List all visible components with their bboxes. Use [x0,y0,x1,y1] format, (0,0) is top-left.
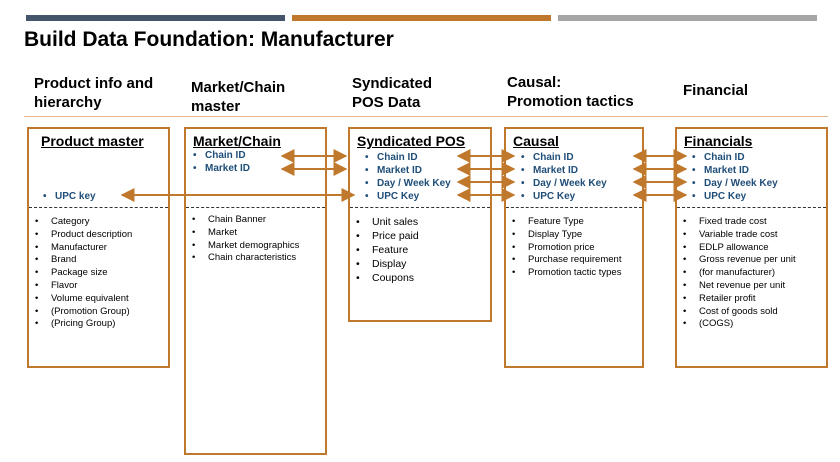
key-chain-id: Chain ID [521,152,573,163]
column-heading-line: Product info and [34,75,154,92]
attribute-item: Feature [354,243,419,257]
slide-title: Build Data Foundation: Manufacturer [24,28,394,51]
column-heading-line: Causal: [507,74,562,91]
attribute-item: Market demographics [190,240,299,253]
attribute-item: Volume equivalent [33,293,132,306]
attribute-item: Fixed trade cost [681,216,796,229]
attribute-item: Unit sales [354,215,419,229]
column-heading-line: Market/Chain [191,79,286,96]
attribute-item: Chain Banner [190,214,299,227]
key-upc: UPC Key [692,191,746,202]
top-bar-orange [292,15,551,21]
key-divider [186,207,325,208]
key-divider [677,207,826,208]
attribute-item: Flavor [33,280,132,293]
attribute-item: Brand [33,254,132,267]
box-title: Product master [41,133,144,149]
attribute-item: (Pricing Group) [33,318,132,331]
attribute-item: Category [33,216,132,229]
attribute-item: Net revenue per unit [681,280,796,293]
attribute-item: Coupons [354,271,419,285]
attribute-list: Category Product description Manufacture… [33,216,132,331]
key-upc: UPC Key [365,191,419,202]
attribute-item: Market [190,227,299,240]
key-chain-id: Chain ID [365,152,417,163]
attribute-item: Package size [33,267,132,280]
key-market-id: Market ID [521,165,578,176]
attribute-item: Promotion tactic types [510,267,621,280]
attribute-item-continued: (for manufacturer) [681,267,796,280]
attribute-item-continued: (COGS) [681,318,796,331]
attribute-item: Feature Type [510,216,621,229]
key-chain-id: Chain ID [193,150,245,161]
attribute-item: Promotion price [510,242,621,255]
key-divider [350,207,490,208]
attribute-item: (Promotion Group) [33,306,132,319]
top-bar-dark [26,15,285,21]
box-title: Causal [513,133,559,149]
header-divider [24,116,828,117]
column-heading-line: POS Data [352,94,421,111]
attribute-item: Cost of goods sold [681,306,796,319]
attribute-item: EDLP allowance [681,242,796,255]
attribute-item: Manufacturer [33,242,132,255]
column-heading-line: Promotion tactics [507,93,634,110]
key-market-id: Market ID [692,165,749,176]
attribute-item: Purchase requirement [510,254,621,267]
column-heading-syndicated: Syndicated POS Data [352,74,432,112]
attribute-list: Unit sales Price paid Feature Display Co… [354,215,419,285]
column-heading-line: Syndicated [352,75,433,92]
attribute-item: Display Type [510,229,621,242]
box-title: Market/Chain [193,133,281,149]
key-upc: UPC key [43,191,95,202]
column-heading-line: hierarchy [34,94,102,111]
key-market-id: Market ID [365,165,422,176]
top-bar-grey [558,15,817,21]
box-title: Financials [684,133,753,149]
column-heading-financial: Financial [683,81,748,100]
key-upc: UPC Key [521,191,575,202]
key-day-week: Day / Week Key [365,178,451,189]
key-market-id: Market ID [193,163,250,174]
attribute-list: Feature Type Display Type Promotion pric… [510,216,621,280]
key-divider [506,207,642,208]
attribute-item: Variable trade cost [681,229,796,242]
attribute-item: Retailer profit [681,293,796,306]
column-heading-line: master [191,98,241,115]
box-title: Syndicated POS [357,133,466,149]
market-chain-box: Market/Chain Chain ID Market ID Chain Ba… [184,127,327,455]
attribute-item: Gross revenue per unit [681,254,796,267]
column-heading-market: Market/Chain master [191,78,285,116]
attribute-list: Fixed trade cost Variable trade cost EDL… [681,216,796,331]
attribute-item: Product description [33,229,132,242]
product-master-box: Product master UPC key Category Product … [27,127,170,368]
attribute-item: Display [354,257,419,271]
financials-box: Financials Chain ID Market ID Day / Week… [675,127,828,368]
key-chain-id: Chain ID [692,152,744,163]
column-heading-causal: Causal: Promotion tactics [507,73,634,111]
key-day-week: Day / Week Key [521,178,607,189]
key-day-week: Day / Week Key [692,178,778,189]
attribute-item: Price paid [354,229,419,243]
key-divider [29,207,168,208]
column-heading-line: Financial [683,82,749,99]
column-heading-product: Product info and hierarchy [34,74,153,112]
attribute-list: Chain Banner Market Market demographics … [190,214,299,265]
causal-box: Causal Chain ID Market ID Day / Week Key… [504,127,644,368]
attribute-item: Chain characteristics [190,252,299,265]
